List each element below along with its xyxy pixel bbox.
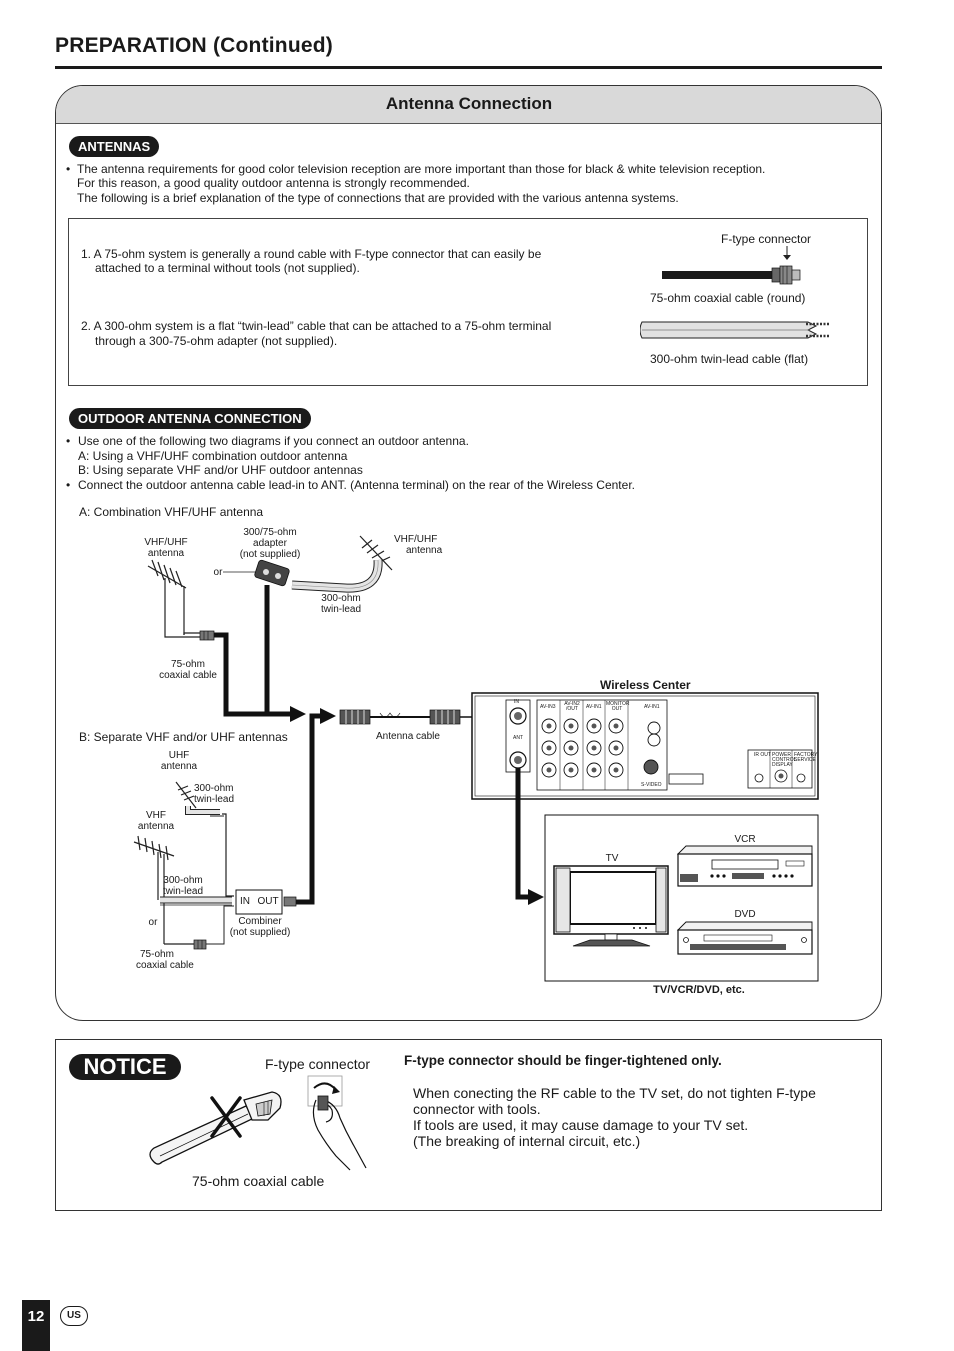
diagram-b-title: B: Separate VHF and/or UHF antennas xyxy=(79,730,288,744)
item1-line1: 1. A 75-ohm system is generally a round … xyxy=(81,247,542,261)
combiner-out-plug xyxy=(283,896,297,907)
combiner-in-label: IN xyxy=(240,896,250,907)
wrench-illustration xyxy=(149,1075,367,1171)
combiner-out-label: OUT xyxy=(257,896,279,907)
page-number: 12 xyxy=(27,1308,45,1325)
panel-power-label: POWER CONTROL DISPLAY xyxy=(772,752,797,768)
f-connector-label: F-type connector xyxy=(721,232,812,246)
outdoor-bullet1-line3: B: Using separate VHF and/or UHF outdoor… xyxy=(78,463,363,477)
twinlead-cable-image xyxy=(640,321,830,339)
notice-line4: (The breaking of internal circuit, etc.) xyxy=(413,1133,641,1149)
wireless-center-label: Wireless Center xyxy=(600,678,691,692)
outdoor-bullet1-line2: A: Using a VHF/UHF combination outdoor a… xyxy=(78,449,348,463)
notice-heading: F-type connector should be finger-tighte… xyxy=(404,1053,722,1068)
item2-line2: through a 300-75-ohm adapter (not suppli… xyxy=(95,334,338,348)
notice-line2: connector with tools. xyxy=(413,1101,541,1117)
region-badge: US xyxy=(60,1306,88,1326)
prohibited-x-icon xyxy=(210,1096,242,1138)
cable-types-box xyxy=(68,218,868,386)
outdoor-bullet2: Connect the outdoor antenna cable lead-i… xyxy=(78,478,635,492)
notice-box xyxy=(55,1039,882,1211)
page-title: PREPARATION (Continued) xyxy=(55,34,333,57)
vcr-icon xyxy=(676,845,813,887)
devices-caption: TV/VCR/DVD, etc. xyxy=(653,984,745,996)
bullet-dot: • xyxy=(66,478,71,492)
adapter-icon xyxy=(254,559,290,587)
combiner-label: Combiner(not supplied) xyxy=(229,916,291,938)
coax-plug-a xyxy=(199,630,215,641)
panel-ant-label: ANT xyxy=(513,735,523,741)
page-number-bar xyxy=(22,1300,50,1351)
notice-line3: If tools are used, it may cause damage t… xyxy=(413,1117,749,1133)
antennas-label: ANTENNAS xyxy=(69,136,160,157)
notice-coax-label: 75-ohm coaxial cable xyxy=(192,1173,325,1189)
item1-line2: attached to a terminal without tools (no… xyxy=(95,261,360,275)
panel-factory-label: FACTORY SERVICE xyxy=(794,752,818,763)
or-label-b: or xyxy=(148,917,158,928)
notice-line1: When conecting the RF cable to the TV se… xyxy=(413,1085,816,1101)
combiner-box xyxy=(235,889,283,915)
panel-ir-out-label: IR OUT xyxy=(754,752,771,758)
panel-s-video-label: S-VIDEO xyxy=(641,782,662,788)
antennas-intro-2: For this reason, a good quality outdoor … xyxy=(77,176,470,190)
antennas-intro-3: The following is a brief explanation of … xyxy=(77,191,679,205)
coax-cable-image xyxy=(662,265,801,285)
cable-illustrations xyxy=(640,246,830,339)
outdoor-antenna-label: OUTDOOR ANTENNA CONNECTION xyxy=(69,408,311,429)
uhf-antenna-icon xyxy=(175,781,197,809)
antenna-cable-icon xyxy=(339,709,461,725)
bullet-dot: • xyxy=(66,162,71,176)
section-header xyxy=(56,86,881,124)
antenna-cable-label: Antenna cable xyxy=(376,731,440,742)
hand-icon xyxy=(307,1075,367,1171)
twinlead-cable-label: 300-ohm twin-lead cable (flat) xyxy=(650,352,809,366)
notice-label: NOTICE xyxy=(69,1054,181,1080)
vhfuhf-antenna-left-icon xyxy=(147,559,187,635)
coax-plug-b xyxy=(193,939,207,950)
diagram-a-title: A: Combination VHF/UHF antenna xyxy=(79,505,264,519)
notice-f-connector-label: F-type connector xyxy=(265,1056,371,1072)
connection-diagram xyxy=(133,535,819,982)
tv-icon xyxy=(553,865,669,947)
dvd-icon xyxy=(676,921,813,955)
item2-line1: 2. A 300-ohm system is a flat “twin-lead… xyxy=(81,319,552,333)
title-rule xyxy=(55,66,882,69)
panel-av-in3-label: AV-IN3 xyxy=(540,704,556,710)
vcr-label: VCR xyxy=(734,834,756,845)
antennas-intro-1: The antenna requirements for good color … xyxy=(77,162,766,176)
bullet-dot: • xyxy=(66,434,71,448)
section-title: Antenna Connection xyxy=(385,94,553,113)
panel-av-in1-label: AV-IN1 xyxy=(586,704,602,710)
panel-monitor-out-label: MONITOR OUT xyxy=(606,701,630,712)
panel-av-in1-s-label: AV-IN1 xyxy=(644,704,660,710)
coax-cable-label: 75-ohm coaxial cable (round) xyxy=(650,291,806,305)
outdoor-bullet1-line1: Use one of the following two diagrams if… xyxy=(78,434,469,448)
dvd-label: DVD xyxy=(734,909,756,920)
panel-in-label: IN xyxy=(514,699,519,705)
tv-label: TV xyxy=(605,853,619,864)
panel-av-in2-label: AV-IN2 /OUT xyxy=(564,701,580,712)
or-label-a: or xyxy=(213,567,223,578)
wireless-center-panel xyxy=(471,692,819,800)
